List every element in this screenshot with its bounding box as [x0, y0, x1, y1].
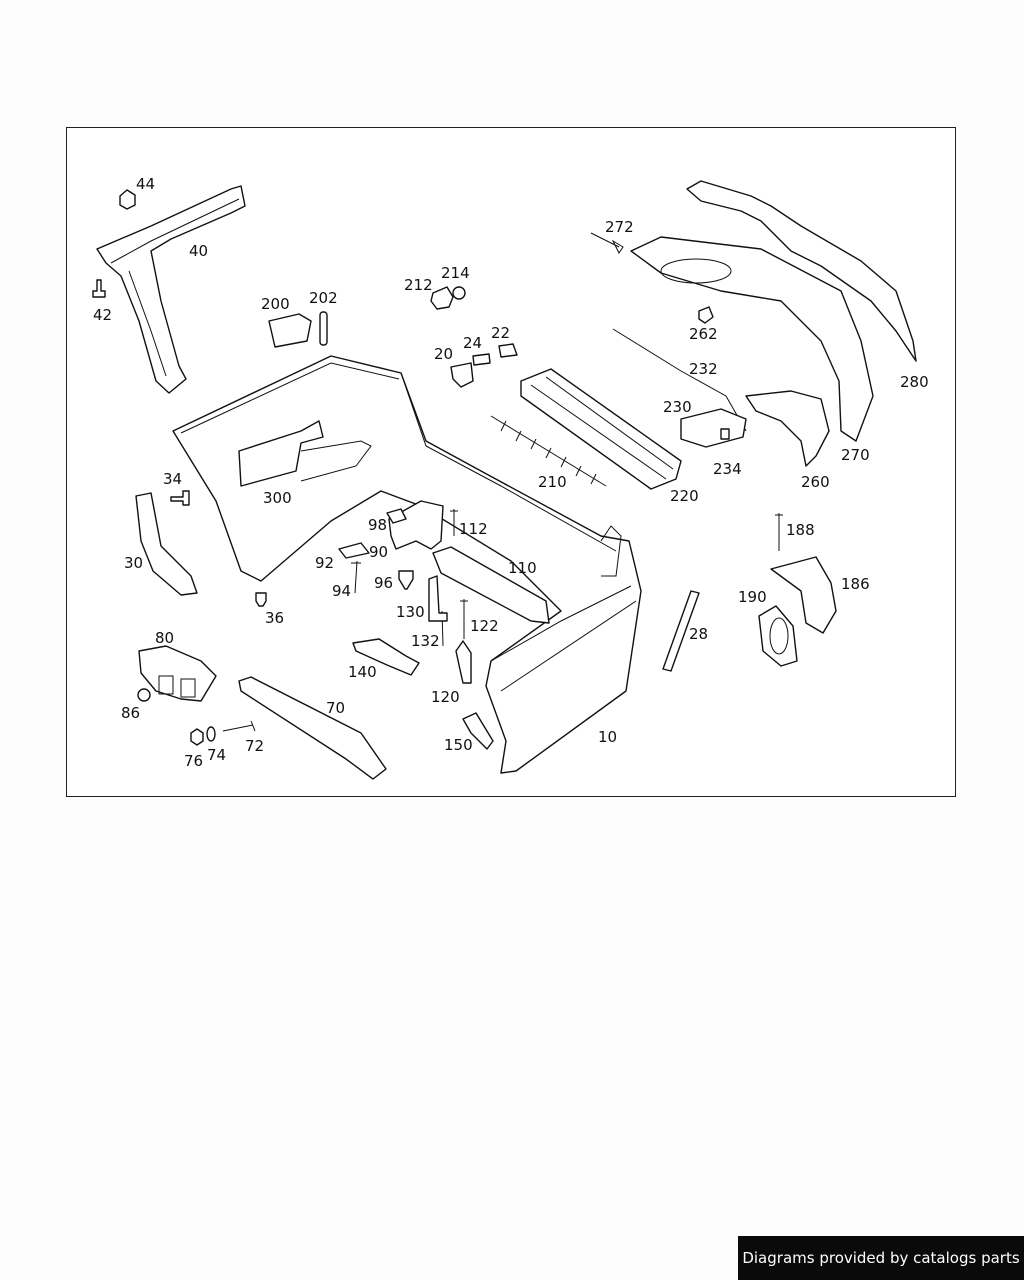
callout-200: 200	[261, 295, 290, 313]
callout-24: 24	[463, 334, 482, 352]
callout-214: 214	[441, 264, 470, 282]
callout-132: 132	[411, 632, 440, 650]
bracket-110	[432, 546, 550, 624]
bolt-96	[398, 570, 414, 590]
callout-36: 36	[265, 609, 284, 627]
bracket-40	[96, 185, 246, 394]
callout-80: 80	[155, 629, 174, 647]
callout-90: 90	[369, 543, 388, 561]
callout-120: 120	[431, 688, 460, 706]
bracket-186	[770, 556, 837, 634]
clip-24	[472, 353, 491, 366]
clip-98	[386, 508, 407, 524]
strip-28	[662, 590, 700, 672]
fastener-34	[170, 490, 190, 506]
tailpipe-tip-190	[758, 605, 798, 667]
callout-112: 112	[459, 520, 488, 538]
rear-bumper-exploded-diagram: 44 40 42 200 202 212 214 272 24 22 20 26…	[92, 175, 929, 780]
parts-diagram-frame: 44 40 42 200 202 212 214 272 24 22 20 26…	[66, 127, 956, 797]
callout-150: 150	[444, 736, 473, 754]
callout-272: 272	[605, 218, 634, 236]
pin-188	[775, 513, 783, 551]
callout-130: 130	[396, 603, 425, 621]
callout-70: 70	[326, 699, 345, 717]
module-230	[680, 408, 747, 448]
clip-22	[498, 343, 518, 358]
callout-262: 262	[689, 325, 718, 343]
callout-42: 42	[93, 306, 112, 324]
callout-202: 202	[309, 289, 338, 307]
callout-34: 34	[163, 470, 182, 488]
callout-28: 28	[689, 625, 708, 643]
grille-220	[520, 368, 682, 490]
callout-110: 110	[508, 559, 537, 577]
reflector-panel-300	[238, 420, 324, 487]
callout-188: 188	[786, 521, 815, 539]
connector-234	[720, 428, 730, 440]
credit-banner: Diagrams provided by catalogs parts	[738, 1236, 1024, 1280]
callout-86: 86	[121, 704, 140, 722]
callout-94: 94	[332, 582, 351, 600]
callout-270: 270	[841, 446, 870, 464]
callout-186: 186	[841, 575, 870, 593]
cap-200	[268, 313, 312, 348]
bracket-120	[455, 640, 472, 684]
bolt-72	[222, 720, 256, 732]
bracket-150	[462, 712, 494, 750]
callout-300: 300	[263, 489, 292, 507]
callout-22: 22	[491, 324, 510, 342]
pin-112	[450, 509, 458, 536]
pin-94	[351, 560, 361, 594]
callout-92: 92	[315, 554, 334, 572]
bracket-140	[352, 638, 420, 676]
callout-220: 220	[670, 487, 699, 505]
grommet-262	[698, 306, 714, 324]
pin-122	[460, 599, 468, 639]
callout-30: 30	[124, 554, 143, 572]
pin-272	[590, 232, 624, 254]
grommet-86	[137, 688, 151, 702]
bracket-90	[388, 500, 444, 550]
callout-210: 210	[538, 473, 567, 491]
callout-260: 260	[801, 473, 830, 491]
callout-20: 20	[434, 345, 453, 363]
trim-270	[630, 236, 874, 442]
fastener-36	[255, 592, 267, 607]
screw-42	[92, 279, 106, 298]
diffuser-280	[686, 180, 917, 362]
callout-230: 230	[663, 398, 692, 416]
bracket-130	[428, 575, 448, 622]
holder-20	[450, 362, 474, 388]
callout-140: 140	[348, 663, 377, 681]
strip-202	[319, 311, 328, 346]
strip-210	[490, 415, 607, 487]
callout-190: 190	[738, 588, 767, 606]
rod-232	[612, 328, 747, 432]
callout-212: 212	[404, 276, 433, 294]
callout-40: 40	[189, 242, 208, 260]
callout-72: 72	[245, 737, 264, 755]
callout-280: 280	[900, 373, 929, 391]
callout-96: 96	[374, 574, 393, 592]
strip-70	[238, 676, 387, 780]
callout-234: 234	[713, 460, 742, 478]
ring-214	[452, 286, 466, 300]
callout-122: 122	[470, 617, 499, 635]
callout-232: 232	[689, 360, 718, 378]
clip-92	[338, 542, 370, 559]
bracket-30	[135, 492, 198, 596]
bracket-260	[745, 390, 830, 467]
nut-44	[119, 189, 136, 210]
nut-76	[190, 728, 204, 746]
callout-44: 44	[136, 175, 155, 193]
callout-98: 98	[368, 516, 387, 534]
callout-10: 10	[598, 728, 617, 746]
callout-74: 74	[207, 746, 226, 764]
washer-74	[206, 726, 216, 742]
bracket-80	[138, 645, 217, 702]
sensor-212	[430, 286, 454, 310]
callout-76: 76	[184, 752, 203, 770]
